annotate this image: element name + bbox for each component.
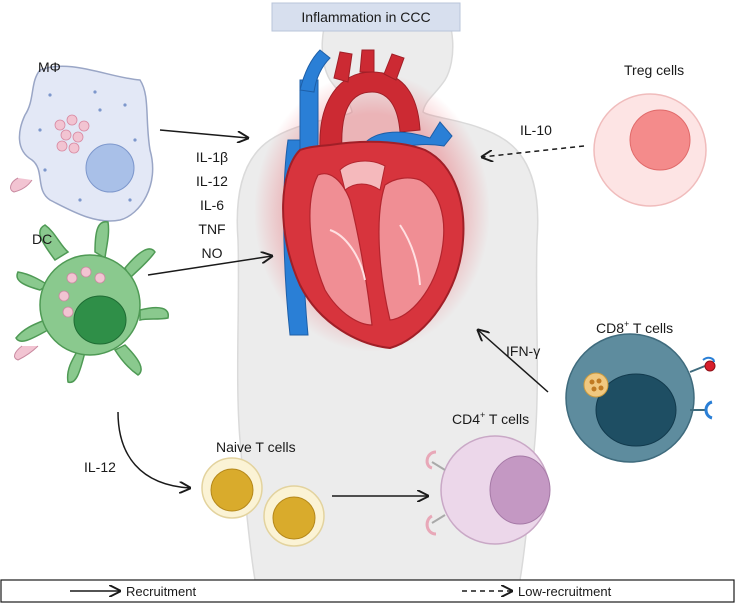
macrophage-cell: MΦ bbox=[10, 59, 154, 222]
heart bbox=[254, 49, 490, 352]
treg-cell: Treg cells bbox=[593, 62, 707, 207]
legend-low-recruitment: Low-recruitment bbox=[518, 584, 612, 599]
cytokine-item: TNF bbox=[198, 221, 225, 237]
dendritic-cell: DC bbox=[14, 221, 169, 384]
arrow-cd8-heart bbox=[478, 330, 549, 393]
arrow-dc-heart bbox=[147, 256, 272, 276]
arrow-treg-heart bbox=[482, 145, 585, 157]
legend: Recruitment Low-recruitment bbox=[0, 579, 735, 603]
cytokine-item: IL-6 bbox=[200, 197, 224, 213]
cd8-t-cell: CD8+ T cells bbox=[565, 319, 716, 463]
macrophage-label: MΦ bbox=[38, 59, 61, 75]
legend-recruitment: Recruitment bbox=[126, 584, 196, 599]
cytokine-item: IL-1β bbox=[196, 149, 228, 165]
title-box: Inflammation in CCC bbox=[271, 2, 461, 32]
title: Inflammation in CCC bbox=[301, 9, 430, 25]
il12-label: IL-12 bbox=[84, 459, 116, 475]
arrows bbox=[117, 129, 585, 496]
cytokine-item: NO bbox=[202, 245, 223, 261]
ifng-label: IFN-γ bbox=[506, 343, 540, 359]
dc-label: DC bbox=[32, 231, 52, 247]
arrow-macrophage-heart bbox=[159, 129, 248, 138]
il10-label: IL-10 bbox=[520, 122, 552, 138]
arrow-dc-naive bbox=[117, 411, 190, 488]
cytokine-list: IL-1β IL-12 IL-6 TNF NO bbox=[196, 149, 228, 261]
naive-t-cells: Naive T cells bbox=[201, 439, 325, 547]
cd4-t-cell: CD4+ T cells bbox=[425, 410, 551, 545]
cd4-label: CD4+ T cells bbox=[452, 410, 529, 427]
treg-label: Treg cells bbox=[624, 62, 684, 78]
cytokine-item: IL-12 bbox=[196, 173, 228, 189]
cd8-label: CD8+ T cells bbox=[596, 319, 673, 336]
naive-label: Naive T cells bbox=[216, 439, 296, 455]
